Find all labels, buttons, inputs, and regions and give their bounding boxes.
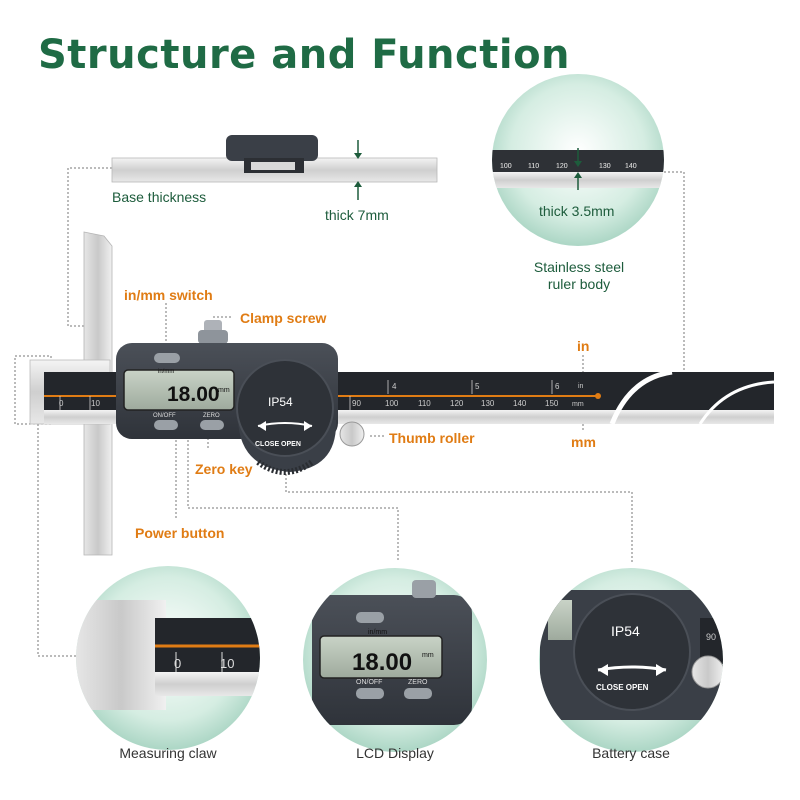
label-mm: mm: [571, 434, 596, 450]
scale-in-4: 4: [392, 382, 397, 391]
label-stainless-line1: Stainless steel: [533, 259, 625, 275]
svg-text:100: 100: [500, 163, 512, 170]
display-body: [116, 320, 365, 475]
label-in-mm-switch: in/mm switch: [124, 287, 213, 303]
lcd-reading: 18.00: [167, 383, 220, 406]
lcd-circle-zero: ZERO: [408, 679, 428, 686]
scale-in-6: 6: [555, 382, 560, 391]
scale-mm-130: 130: [481, 399, 495, 408]
scale-mm-110: 110: [418, 399, 431, 408]
scale-mm-unit: mm: [572, 401, 584, 408]
label-lcd-display: LCD Display: [356, 745, 434, 761]
battery-ip-rating: IP54: [611, 623, 640, 639]
unit-switch-caption: in/mm: [158, 369, 174, 375]
svg-text:120: 120: [556, 163, 568, 170]
page-title: Structure and Function: [38, 32, 571, 78]
zero-caption: ZERO: [203, 413, 220, 419]
label-zero-key: Zero key: [195, 461, 253, 477]
circle-scale-100: 100: [500, 163, 512, 170]
label-battery-case: Battery case: [592, 745, 670, 761]
lcd-circle-on-off: ON/OFF: [356, 679, 382, 686]
scale-mm-140: 140: [513, 399, 527, 408]
circle-scale-130: 130: [599, 163, 611, 170]
lcd-circle-reading: 18.00: [352, 649, 412, 676]
claw-scale-0: 0: [174, 656, 181, 671]
ip-rating: IP54: [268, 395, 293, 409]
label-stainless-line2: ruler body: [547, 276, 611, 292]
scale-mm-150: 150: [545, 399, 559, 408]
claw-scale-10: 10: [220, 656, 234, 671]
label-in: in: [577, 338, 590, 354]
scale-mm-120: 120: [450, 399, 464, 408]
label-clamp-screw: Clamp screw: [240, 310, 327, 326]
circle-scale-120: 120: [556, 163, 568, 170]
svg-text:110: 110: [528, 163, 539, 170]
label-power-button: Power button: [135, 525, 225, 541]
svg-text:130: 130: [599, 163, 611, 170]
lcd-circle-unit: mm: [422, 652, 434, 659]
close-open-caption: CLOSE OPEN: [255, 441, 301, 448]
base-thickness-illustration: [111, 135, 438, 200]
label-measuring-claw: Measuring claw: [119, 745, 217, 761]
on-off-caption: ON/OFF: [153, 413, 176, 419]
scale-mm-10: 10: [91, 399, 100, 408]
circle-scale-140: 140: [625, 163, 637, 170]
label-thumb-roller: Thumb roller: [389, 430, 475, 446]
scale-mm-90: 90: [352, 399, 361, 408]
device-print: in/mm 18.00 mm ON/OFF ZERO IP54 CLOSE OP…: [59, 163, 716, 692]
label-base-thickness: Base thickness: [112, 189, 207, 205]
circle-scale-110: 110: [528, 163, 539, 170]
battery-scale-90: 90: [706, 632, 716, 642]
svg-text:140: 140: [625, 163, 637, 170]
battery-close-open: CLOSE OPEN: [596, 683, 649, 692]
scale-in-unit: in: [578, 383, 584, 390]
label-thick-3-5mm: thick 3.5mm: [539, 203, 615, 219]
lcd-unit: mm: [218, 387, 230, 394]
scale-mm-100: 100: [385, 399, 399, 408]
label-thick-7mm: thick 7mm: [325, 207, 389, 223]
scale-in-5: 5: [475, 382, 480, 391]
scale-mm-0: 0: [59, 399, 64, 408]
lcd-circle-switch-caption: in/mm: [368, 629, 387, 636]
